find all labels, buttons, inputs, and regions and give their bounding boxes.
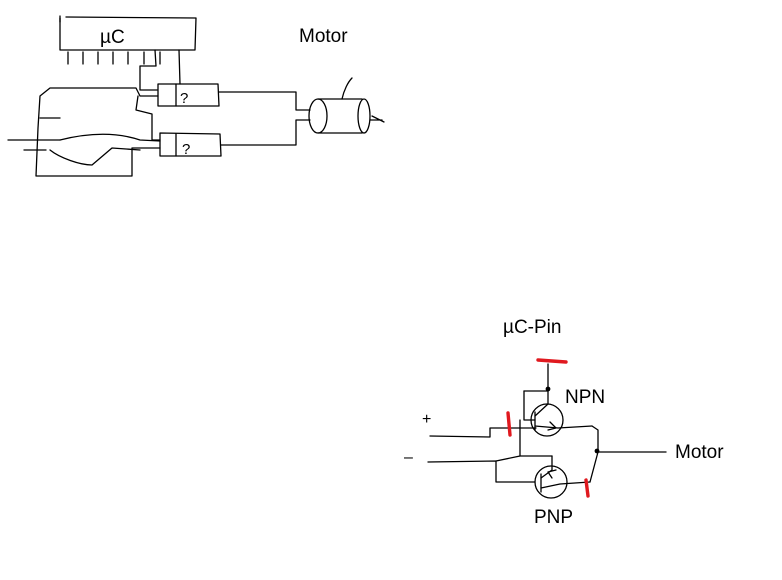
uc-pin-label: µC-Pin bbox=[503, 317, 562, 338]
top-motor-icon bbox=[308, 77, 385, 134]
switch-box-1 bbox=[157, 83, 311, 111]
microcontroller-label: µC bbox=[100, 27, 125, 48]
npn-label: NPN bbox=[565, 387, 606, 408]
battery-wiring bbox=[7, 87, 161, 177]
red-mark-left bbox=[506, 411, 512, 437]
uc-pin-wire bbox=[523, 363, 549, 392]
supply-wiring bbox=[427, 419, 667, 483]
plus-label: + bbox=[422, 411, 432, 428]
switch-box-1-question: ? bbox=[180, 90, 188, 107]
pnp-label: PNP bbox=[534, 507, 574, 528]
motor-label-bottom: Motor bbox=[675, 442, 724, 463]
pnp-transistor bbox=[519, 455, 591, 499]
switch-box-2-question: ? bbox=[182, 141, 190, 158]
minus-label: – bbox=[404, 449, 413, 466]
motor-label-top: Motor bbox=[299, 26, 348, 47]
red-mark-pnp bbox=[584, 478, 590, 498]
red-marks bbox=[506, 358, 590, 498]
red-mark-uc-pin bbox=[536, 358, 568, 364]
npn-transistor bbox=[523, 390, 593, 437]
microcontroller-block bbox=[59, 15, 197, 91]
